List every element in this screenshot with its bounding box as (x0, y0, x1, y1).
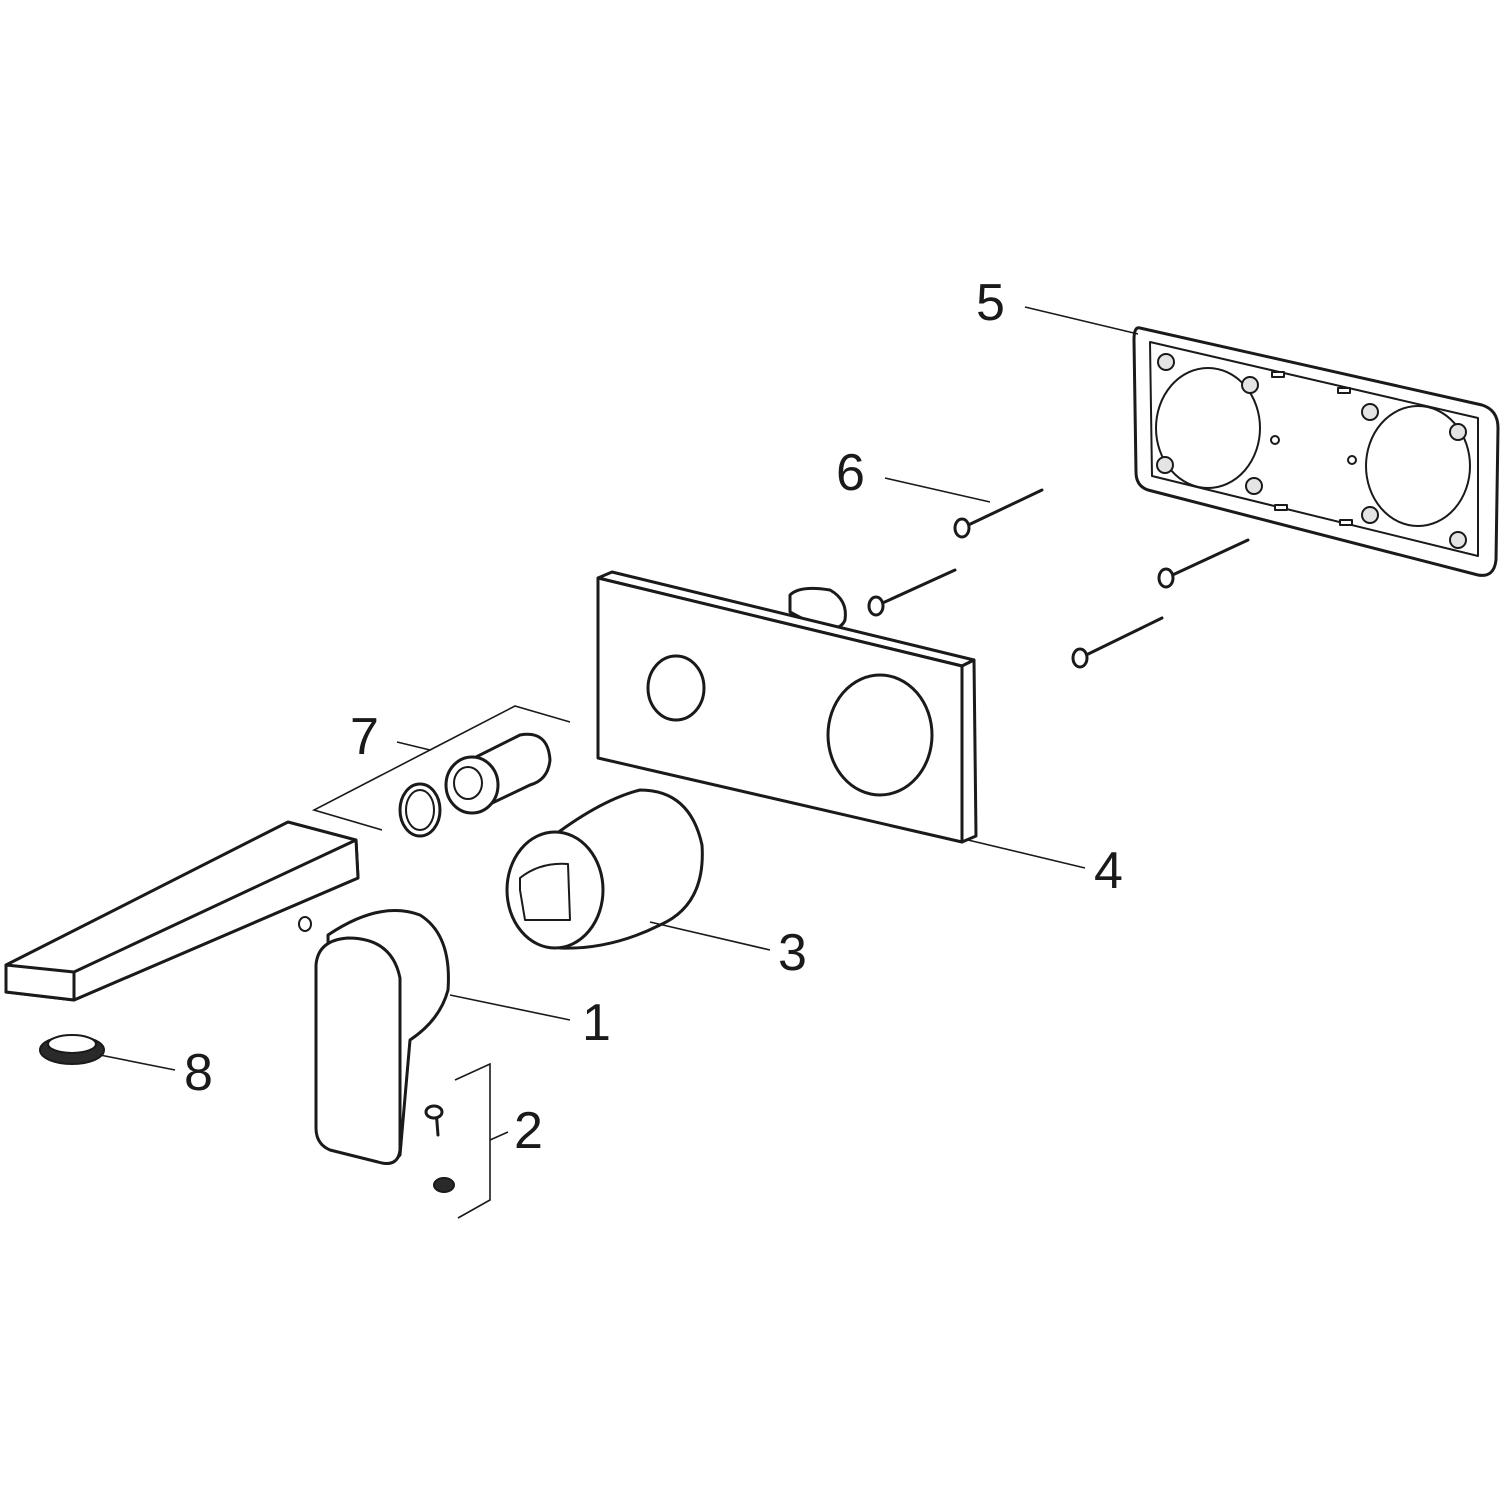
callout-6: 6 (836, 444, 865, 502)
part-4-cover-plate (596, 570, 978, 844)
callout-3: 3 (778, 924, 807, 982)
leader-2 (454, 1062, 491, 1219)
part-1-handle (314, 909, 450, 1165)
callout-7: 7 (350, 708, 379, 766)
callout-8: 8 (184, 1044, 213, 1102)
leader-3 (649, 921, 771, 951)
leader-lines (99, 306, 1139, 1219)
leader-5 (1024, 306, 1139, 335)
leader-6 (884, 477, 991, 503)
callout-1: 1 (582, 994, 611, 1052)
part-8-aerator (39, 1034, 105, 1065)
callout-2: 2 (514, 1102, 543, 1160)
callout-4: 4 (1094, 842, 1123, 900)
leader-1 (449, 994, 571, 1021)
leader-7-bracket (429, 705, 571, 751)
spout (4, 820, 360, 1002)
leader-8 (99, 1054, 176, 1071)
part-7-cartridge-set (398, 732, 552, 838)
leader-2-tick (489, 1131, 509, 1141)
part-3-rosette-sleeve (505, 788, 704, 950)
part-6-screws (867, 488, 1250, 669)
callout-labels: 5 6 7 4 3 1 2 8 (184, 274, 1123, 1160)
leader-4 (967, 839, 1086, 869)
part-2-fixing-screw (424, 1104, 455, 1193)
leader-7 (311, 741, 433, 831)
callout-5: 5 (976, 274, 1005, 332)
part-5-mounting-frame (1132, 326, 1500, 577)
